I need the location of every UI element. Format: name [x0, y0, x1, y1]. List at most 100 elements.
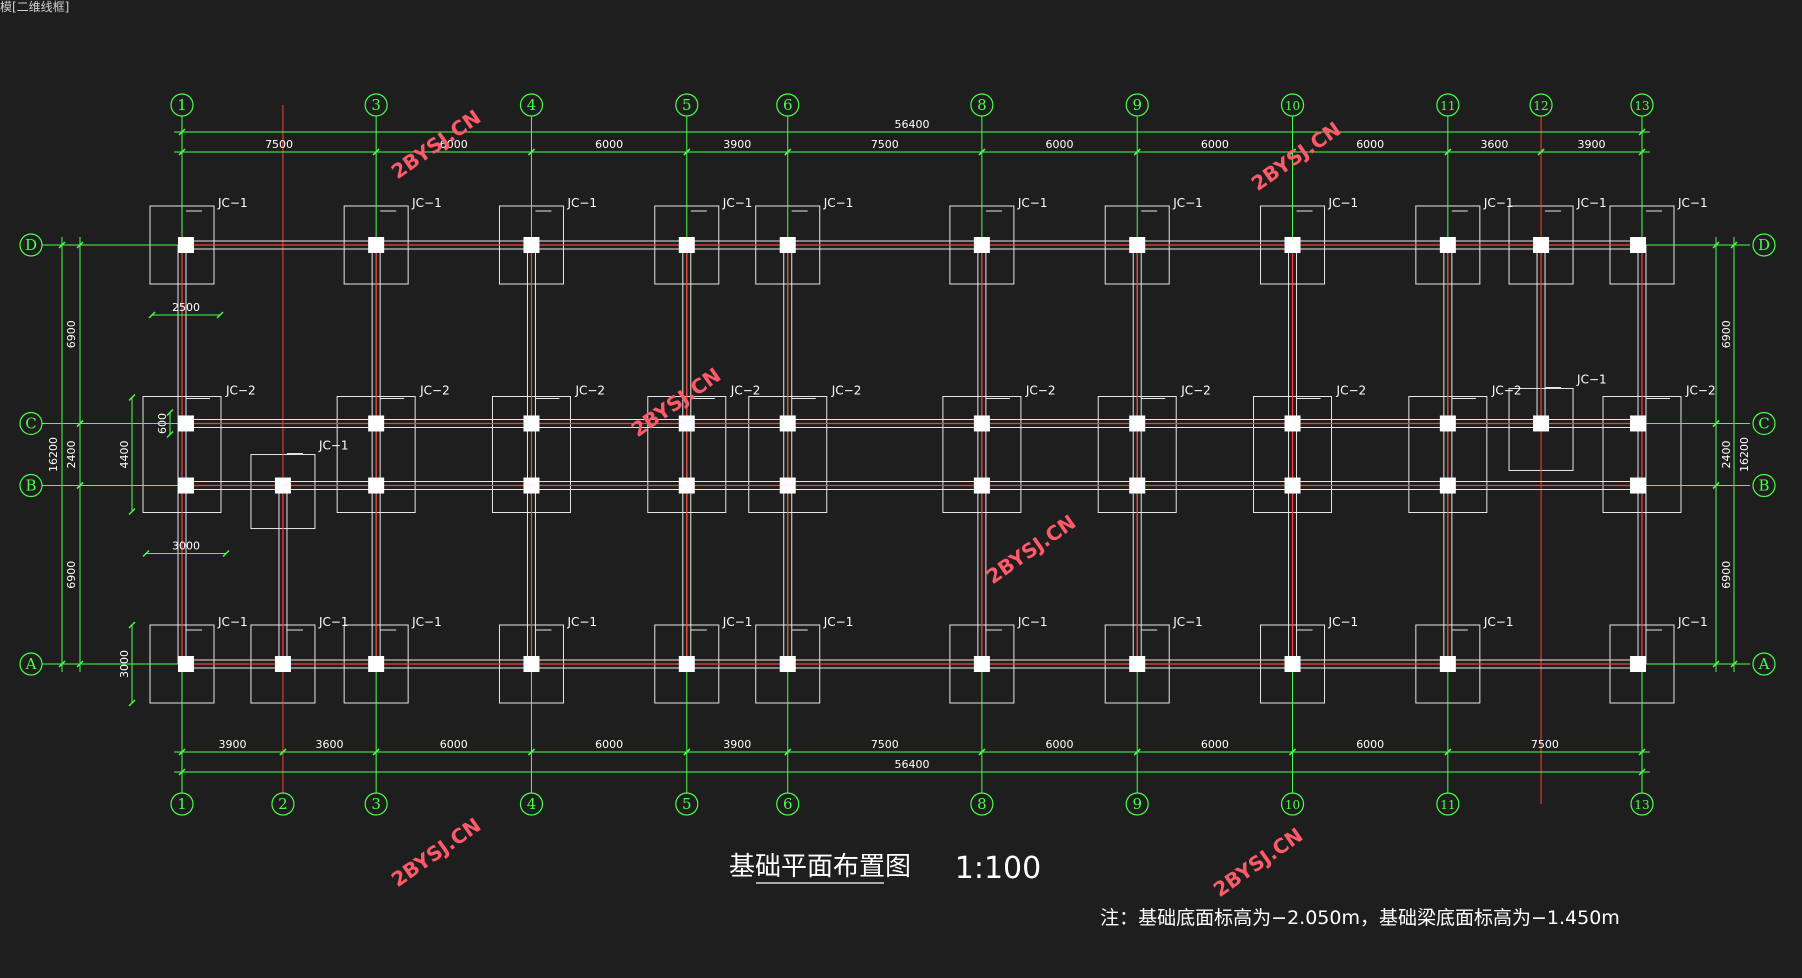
axis-bubble-8	[970, 792, 994, 816]
dim-label: 6000	[1356, 738, 1384, 751]
column-1C	[178, 415, 194, 432]
dim-label: 2400	[65, 441, 78, 469]
axis-bubble-label-1: 1	[177, 795, 187, 813]
dim-tick	[978, 748, 986, 756]
dim-tick	[1444, 148, 1452, 156]
column-13D	[1630, 237, 1646, 253]
dim-total-label: 56400	[895, 758, 930, 771]
columns-layer	[178, 237, 1646, 672]
dim-total-label: 16200	[47, 437, 60, 472]
column-3B	[368, 477, 385, 494]
axis-bubble-label-D: D	[1758, 236, 1770, 254]
column-6B	[779, 477, 796, 494]
dim-label: 6000	[1046, 138, 1074, 151]
axis-bubble-label-C: C	[1758, 414, 1769, 432]
axis-bubble-11	[1436, 792, 1460, 816]
column-12C	[1533, 415, 1550, 432]
column-13A	[1630, 656, 1646, 672]
footing-tag: JC−1	[1576, 372, 1607, 386]
footing-tag: JC−1	[1677, 615, 1708, 629]
footing-tag: JC−1	[566, 615, 597, 629]
dim-tick	[1638, 768, 1646, 776]
axis-bubble-11	[1436, 93, 1460, 117]
dim-tick	[142, 550, 150, 558]
axis-bubble-label-10: 10	[1285, 798, 1300, 812]
dim-tick	[784, 148, 792, 156]
axis-bubble-A	[19, 652, 43, 676]
column-5D	[678, 237, 695, 253]
axis-bubble-10	[1280, 93, 1305, 117]
axis-bubble-label-6: 6	[783, 96, 793, 114]
dim-tick	[279, 748, 287, 756]
axis-bubble-13	[1630, 93, 1654, 117]
column-6A	[779, 656, 796, 672]
axis-bubble-6	[776, 792, 800, 816]
axis-bubble-label-A: A	[1758, 655, 1770, 673]
dim-tick	[1712, 482, 1720, 490]
column-3A	[368, 656, 385, 672]
dim-tick	[178, 148, 186, 156]
axis-bubble-label-3: 3	[371, 795, 381, 813]
footing-tag: JC−2	[831, 384, 862, 398]
axis-bubble-10	[1280, 792, 1305, 816]
footing-tag: JC−1	[722, 196, 753, 210]
dim-tick	[1444, 748, 1452, 756]
column-1A	[178, 656, 194, 672]
footing-tag: JC−1	[1017, 615, 1048, 629]
dim-label: 7500	[1531, 738, 1559, 751]
footing-tag: JC−1	[1328, 196, 1359, 210]
dim-tick	[1289, 748, 1297, 756]
dim-tick	[58, 241, 66, 249]
dim-tick	[128, 393, 136, 401]
dim-label: 6000	[595, 738, 623, 751]
dim-tick	[128, 699, 136, 707]
dim-tick	[76, 419, 84, 427]
axis-bubble-label-11: 11	[1440, 798, 1455, 812]
drawing-note: 注：基础底面标高为−2.050m，基础梁底面标高为−1.450m	[1100, 907, 1620, 929]
column-10B	[1284, 477, 1301, 494]
footing-dim-label: 2500	[172, 301, 200, 314]
axis-bubble-5	[675, 792, 699, 816]
dim-tick	[372, 748, 380, 756]
footing-tag: JC−1	[1172, 615, 1203, 629]
column-8A	[973, 656, 990, 672]
axis-bubble-12	[1529, 93, 1553, 117]
dim-tick	[128, 508, 136, 516]
column-9A	[1129, 656, 1146, 672]
column-4C	[523, 415, 540, 432]
footing-tag: JC−1	[217, 196, 248, 210]
dim-tick	[58, 660, 66, 668]
axis-bubble-label-10: 10	[1285, 99, 1300, 113]
footing-tag: JC−2	[1025, 384, 1056, 398]
footing-tag: JC−1	[566, 196, 597, 210]
footing-tag: JC−1	[823, 615, 854, 629]
axis-bubble-label-8: 8	[977, 96, 987, 114]
axis-bubble-label-D: D	[25, 236, 37, 254]
column-6D	[779, 237, 796, 253]
dim-total-label: 16200	[1738, 437, 1751, 472]
dim-tick	[1712, 419, 1720, 427]
column-9D	[1129, 237, 1146, 253]
footing-tag: JC−1	[411, 196, 442, 210]
dim-tick	[1638, 128, 1646, 136]
axis-bubble-13	[1630, 792, 1654, 816]
axis-bubble-1	[170, 93, 194, 117]
column-10C	[1284, 415, 1301, 432]
footing-tag: JC−2	[1336, 384, 1367, 398]
axis-bubble-label-2: 2	[278, 795, 288, 813]
dim-tick	[166, 430, 174, 438]
dim-tick	[222, 550, 230, 558]
axis-bubble-label-9: 9	[1132, 795, 1142, 813]
dim-label: 6000	[440, 138, 468, 151]
axis-bubble-3	[364, 93, 388, 117]
dim-label: 6000	[440, 738, 468, 751]
dim-label: 2400	[1720, 441, 1733, 469]
dim-label: 6000	[1046, 738, 1074, 751]
column-3C	[368, 415, 385, 432]
column-5C	[678, 415, 695, 432]
axis-bubble-4	[519, 93, 544, 117]
axis-bubble-2	[271, 792, 295, 816]
footing-tag: JC−2	[419, 384, 450, 398]
